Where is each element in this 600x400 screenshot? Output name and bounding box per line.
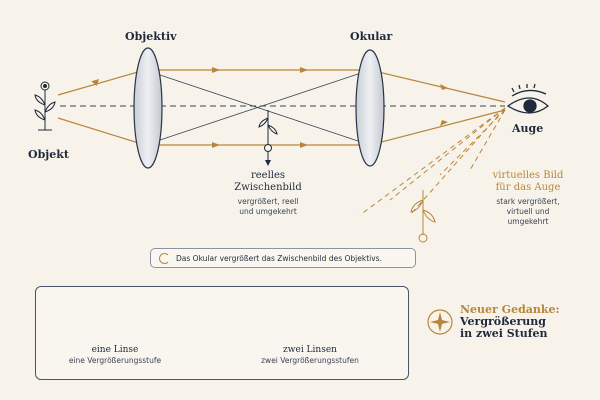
eye-icon xyxy=(506,83,550,114)
ocular-lens xyxy=(355,49,385,167)
virtual-desc-line3: umgekehrt xyxy=(507,217,549,226)
ocular-label: Okular xyxy=(350,30,393,43)
note-box: Das Okular vergrößert das Zwischenbild d… xyxy=(150,248,416,268)
one-lens-caption: eine Linse eine Vergrößerungsstufe xyxy=(40,344,190,366)
idea-line2: in zwei Stufen xyxy=(460,327,548,340)
intermediate-title-line2: Zwischenbild xyxy=(234,182,302,193)
two-lens-caption: zwei Linsen zwei Vergrößerungsstufen xyxy=(230,344,390,366)
star-badge-icon xyxy=(427,309,453,335)
idea-text: Neuer Gedanke: Vergrößerung in zwei Stuf… xyxy=(460,304,595,340)
virtual-image-icon xyxy=(410,190,436,243)
virtual-desc-line2: virtuell und xyxy=(506,207,550,216)
intermediate-image-label: reelles Zwischenbild vergrößert, reell u… xyxy=(218,170,318,217)
virtual-title-line1: virtuelles Bild xyxy=(492,170,564,181)
idea-line1: Vergrößerung xyxy=(460,315,546,328)
intermediate-image-icon xyxy=(258,110,278,152)
idea-title: Neuer Gedanke: xyxy=(460,303,560,316)
object-label: Objekt xyxy=(28,148,69,161)
refresh-icon xyxy=(159,252,170,264)
ray-arrows xyxy=(91,67,448,148)
virtual-title-line2: für das Auge xyxy=(495,182,561,193)
comparison-box xyxy=(35,286,409,380)
intermediate-desc-line1: vergrößert, reell xyxy=(237,197,299,206)
virtual-desc-line1: stark vergrößert, xyxy=(496,197,560,206)
objective-lens xyxy=(133,47,163,169)
objective-label: Objektiv xyxy=(125,30,177,43)
intermediate-desc-line2: und umgekehrt xyxy=(239,207,297,216)
intermediate-title-line1: reelles xyxy=(250,170,286,181)
object-flower-icon xyxy=(34,81,56,131)
two-lens-title: zwei Linsen xyxy=(283,345,337,355)
virtual-image-label: virtuelles Bild für das Auge stark vergr… xyxy=(478,170,578,227)
virtual-image-lines xyxy=(359,107,506,216)
note-text: Das Okular vergrößert das Zwischenbild d… xyxy=(176,253,382,263)
two-lens-subtitle: zwei Vergrößerungsstufen xyxy=(261,356,359,365)
one-lens-subtitle: eine Vergrößerungsstufe xyxy=(68,356,162,365)
light-rays xyxy=(57,69,506,146)
one-lens-title: eine Linse xyxy=(91,345,139,355)
eye-label: Auge xyxy=(512,122,544,135)
